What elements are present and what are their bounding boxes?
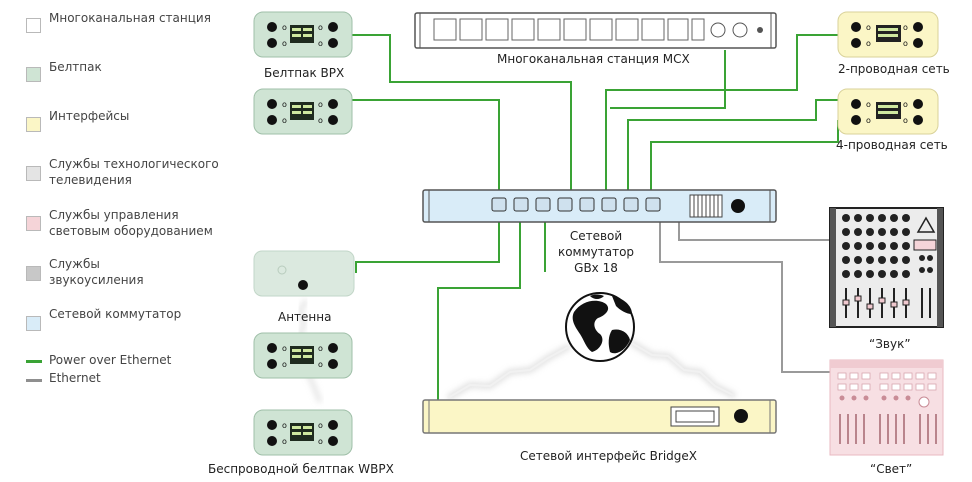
legend-beltpack: Белтпак [0, 59, 240, 82]
legend-switch: Сетевой коммутатор [0, 306, 240, 331]
legend-poe: Power over Ethernet [0, 352, 240, 370]
eth-link-sound [678, 222, 830, 241]
legend-swatch-sound [26, 266, 41, 281]
svg-text:o: o [903, 116, 908, 125]
poe-connections [352, 34, 839, 403]
svg-text:o: o [318, 39, 323, 48]
svg-text:o: o [866, 23, 871, 32]
network-switch-gbx18 [422, 189, 777, 223]
label-antenna: Антенна [278, 310, 332, 324]
legend-swatch-beltpack [26, 67, 41, 82]
legend-text-interfaces: Интерфейсы [49, 109, 130, 123]
label-switch-line3: GBx 18 [574, 261, 618, 275]
svg-text:o: o [903, 100, 908, 109]
svg-text:o: o [282, 23, 287, 32]
legend-swatch-cctv [26, 166, 41, 181]
antenna [253, 250, 355, 297]
legend-swatch-switch [26, 316, 41, 331]
bridgex-interface [422, 399, 777, 434]
interface-4wire: oo oo [837, 88, 939, 135]
svg-text:o: o [282, 100, 287, 109]
svg-text:o: o [318, 100, 323, 109]
mcx-station [414, 12, 777, 49]
poe-link-bridgex [437, 222, 521, 403]
label-sound: “Звук” [869, 337, 911, 351]
lighting-console [829, 359, 944, 456]
svg-text:o: o [903, 23, 908, 32]
svg-text:o: o [318, 344, 323, 353]
wireless-beltpack-2: oo oo [253, 409, 353, 456]
label-light: “Свет” [870, 462, 913, 476]
label-mcx: Многоканальная станция MCX [497, 52, 690, 66]
legend-swatch-multichannel [26, 18, 41, 33]
beltpack-bpx-1: oo oo [253, 11, 353, 58]
poe-link-4wire [627, 99, 838, 198]
svg-text:o: o [318, 437, 323, 446]
legend-swatch-interfaces [26, 117, 41, 132]
legend-sound: Службы звукоусиления [0, 256, 240, 292]
svg-text:o: o [282, 39, 287, 48]
legend-text-switch: Сетевой коммутатор [49, 307, 182, 321]
legend-multichannel: Многоканальная станция [0, 10, 240, 33]
label-beltpack-bpx: Белтпак BPX [264, 66, 345, 80]
label-2wire: 2-проводная сеть [838, 62, 950, 76]
svg-text:o: o [318, 360, 323, 369]
legend-line-poe [26, 360, 42, 363]
legend-line-ethernet [26, 379, 42, 382]
poe-link-bpx1 [352, 34, 572, 198]
svg-text:o: o [903, 39, 908, 48]
eth-link-light [659, 222, 830, 373]
legend-text-beltpack: Белтпак [49, 60, 102, 74]
sound-mixer [829, 207, 944, 328]
legend-text-poe: Power over Ethernet [49, 353, 172, 367]
label-switch: Сетевой коммутатор GBx 18 [548, 228, 644, 276]
svg-text:o: o [866, 116, 871, 125]
svg-text:o: o [318, 421, 323, 430]
ethernet-connections [659, 222, 830, 373]
svg-text:o: o [282, 344, 287, 353]
legend-text-multichannel: Многоканальная станция [49, 11, 211, 25]
poe-link-bpx2 [352, 99, 500, 198]
svg-text:o: o [282, 116, 287, 125]
svg-text:o: o [282, 421, 287, 430]
legend-text-ethernet: Ethernet [49, 371, 101, 385]
svg-text:o: o [318, 23, 323, 32]
svg-text:o: o [282, 360, 287, 369]
svg-text:o: o [282, 437, 287, 446]
poe-link-4wire-b [650, 120, 839, 198]
legend-cctv: Службы технологического телевидения [0, 156, 240, 192]
legend-text-lighting: Службы управления световым оборудованием [49, 208, 213, 238]
label-switch-line2: коммутатор [557, 245, 635, 259]
label-wireless-beltpack: Беспроводной белтпак WBPX [208, 462, 394, 476]
wireless-beltpack-1: oo oo [253, 332, 353, 379]
beltpack-bpx-2: oo oo [253, 88, 353, 135]
interface-2wire: oo oo [837, 11, 939, 58]
svg-text:o: o [866, 100, 871, 109]
legend-lighting: Службы управления световым оборудованием [0, 207, 240, 243]
label-4wire: 4-проводная сеть [836, 138, 948, 152]
legend-text-sound: Службы звукоусиления [49, 257, 144, 287]
poe-link-2wire [605, 34, 838, 198]
globe-icon [565, 292, 635, 362]
wireless-link-arcs [297, 298, 737, 403]
label-bridgex: Сетевой интерфейс BridgeX [520, 449, 697, 463]
legend-text-cctv: Службы технологического телевидения [49, 157, 219, 187]
poe-link-mcx [610, 50, 726, 109]
poe-link-antenna [355, 222, 500, 273]
legend-ethernet: Ethernet [0, 370, 240, 388]
svg-text:o: o [318, 116, 323, 125]
legend-swatch-lighting [26, 216, 41, 231]
svg-text:o: o [866, 39, 871, 48]
legend-interfaces: Интерфейсы [0, 108, 240, 132]
label-switch-line1: Сетевой [569, 229, 623, 243]
